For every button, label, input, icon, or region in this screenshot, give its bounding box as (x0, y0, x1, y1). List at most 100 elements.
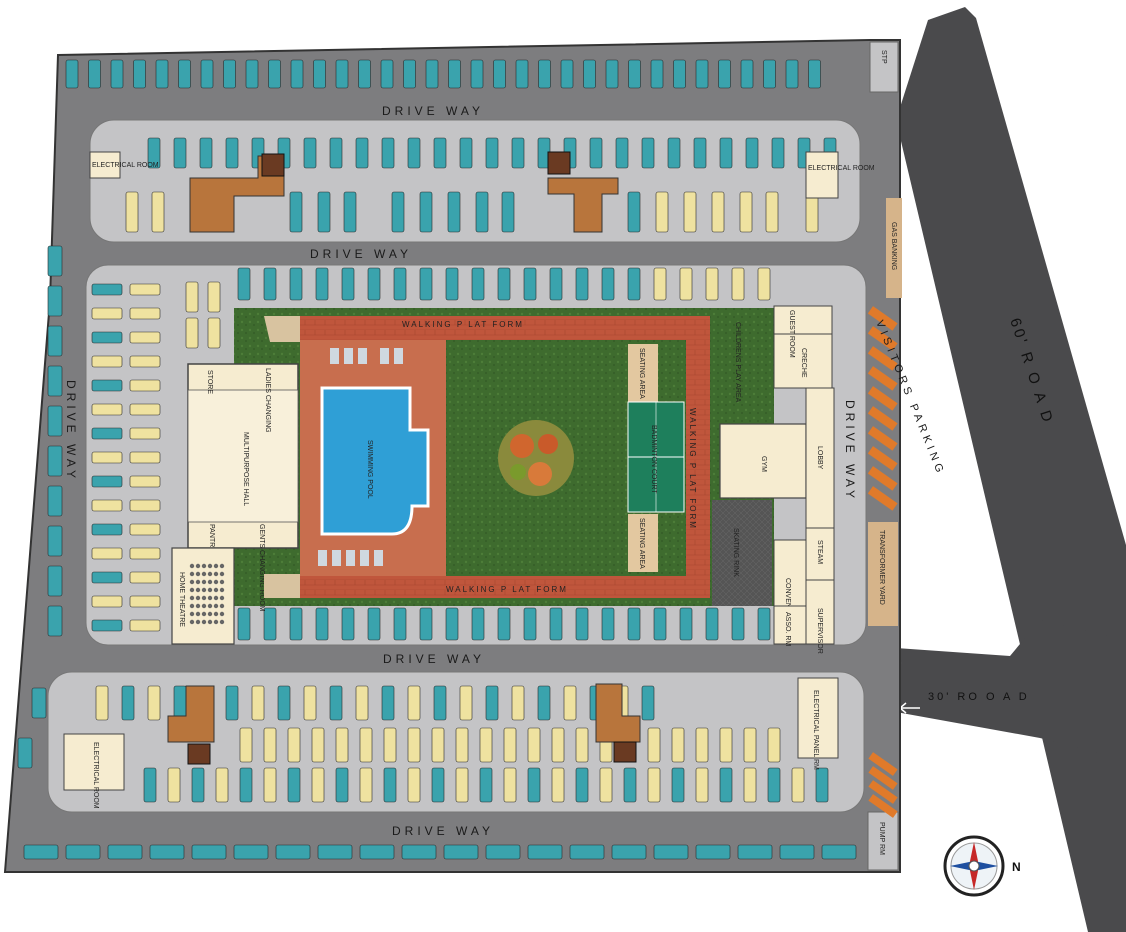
inner-parking-bays (91, 137, 837, 803)
steam-label: STEAM (816, 540, 823, 564)
parking-bay (129, 355, 161, 368)
theatre-seat (213, 611, 219, 617)
parking-bay (303, 685, 317, 721)
theatre-seat (219, 595, 225, 601)
parking-bay (91, 331, 123, 344)
parking-bay (527, 727, 541, 763)
theatre-seat (201, 579, 207, 585)
parking-bay (583, 59, 596, 89)
gas-banking (886, 198, 902, 298)
parking-bay (627, 607, 641, 641)
parking-bay (289, 607, 303, 641)
theatre-seat (213, 595, 219, 601)
parking-bay (91, 547, 123, 560)
parking-bay (91, 499, 123, 512)
parking-bay (151, 191, 165, 233)
parking-bay (695, 844, 731, 860)
parking-bay (155, 59, 169, 89)
parking-bay (207, 317, 221, 349)
parking-bay (605, 59, 619, 89)
parking-bay (129, 571, 161, 584)
parking-bay (47, 365, 63, 397)
supervisor-label: SUPERVISOR (816, 608, 823, 654)
theatre-seats (189, 563, 225, 625)
parking-bay (563, 685, 577, 721)
parking-bay (455, 727, 469, 763)
parking-bay (65, 59, 79, 89)
parking-bay (121, 685, 135, 721)
childrens-play-label: CHILDRENS PLAY AREA (734, 322, 741, 403)
parking-bay (359, 844, 395, 860)
visitor-bay (868, 794, 898, 818)
parking-bay (757, 607, 771, 641)
parking-bay (129, 595, 161, 608)
parking-bay (601, 267, 615, 301)
parking-bay (551, 767, 565, 803)
parking-bay (705, 607, 719, 641)
parking-bay (239, 727, 253, 763)
creche (773, 333, 833, 389)
driveway-label-middle: DRIVE WAY (383, 652, 485, 666)
parking-bay (329, 685, 343, 721)
parking-bay (185, 281, 199, 313)
parking-bay (391, 191, 405, 233)
electrical-room-bottom-left (63, 733, 125, 791)
parking-bay (129, 403, 161, 416)
parking-bay (771, 137, 785, 169)
parking-bay (341, 607, 355, 641)
parking-bay (263, 727, 277, 763)
parking-bay (268, 59, 281, 89)
parking-bay (341, 267, 355, 301)
parking-bay (403, 59, 416, 89)
parking-bay (381, 685, 395, 721)
parking-bay (359, 767, 373, 803)
parking-bay (407, 137, 421, 169)
parking-bay (575, 767, 589, 803)
parking-bay (233, 844, 269, 860)
theatre-seat (201, 611, 207, 617)
parking-bay (599, 767, 613, 803)
parking-bay (358, 59, 371, 89)
parking-bay (650, 59, 664, 89)
parking-bay (537, 685, 551, 721)
theatre-seat (195, 603, 201, 609)
parking-bay (523, 607, 537, 641)
theatre-seat (189, 595, 195, 601)
theatre-seat (207, 603, 213, 609)
parking-bay (223, 59, 236, 89)
skating-rink-label: SKATING RINK (732, 528, 739, 577)
theatre-seat (207, 571, 213, 577)
parking-bay (653, 267, 667, 301)
theatre-seat (213, 619, 219, 625)
parking-bay (173, 685, 187, 721)
parking-bay (239, 767, 253, 803)
parking-bay (147, 137, 161, 169)
parking-bay (503, 767, 517, 803)
parking-bay (765, 191, 779, 233)
theatre-seat (195, 563, 201, 569)
parking-bay (589, 137, 603, 169)
parking-bay (91, 523, 123, 536)
parking-bay (91, 427, 123, 440)
parking-bay (47, 445, 63, 477)
stair-left-bottom (264, 574, 300, 598)
parking-bay (355, 137, 369, 169)
road-60ft (896, 7, 1126, 932)
parking-bay (569, 844, 605, 860)
parking-bay (767, 767, 781, 803)
visitor-bay (867, 326, 898, 351)
parking-bay (515, 59, 529, 89)
parking-bay (237, 267, 251, 301)
driveway-label-right: DRIVE WAY (843, 400, 857, 502)
parking-bay (808, 59, 821, 89)
parking-bay (47, 525, 63, 557)
parking-bay (383, 727, 397, 763)
theatre-seat (213, 587, 219, 593)
parking-bay (245, 59, 259, 89)
electrical-room-top-left (89, 151, 121, 179)
theatre-seat (189, 563, 195, 569)
driveway-label-upper: DRIVE WAY (310, 247, 412, 261)
theatre-seat (189, 587, 195, 593)
parking-bay (655, 191, 669, 233)
parking-bay (367, 607, 381, 641)
